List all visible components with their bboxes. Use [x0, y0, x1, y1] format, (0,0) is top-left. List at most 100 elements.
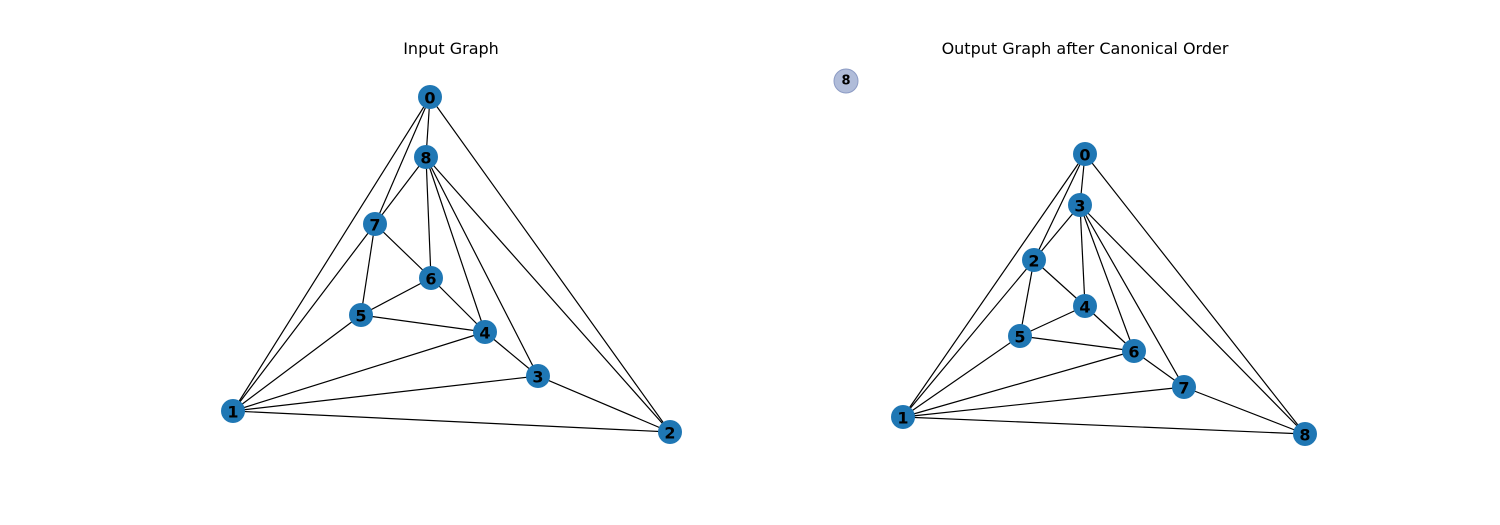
node-circle-6: [419, 266, 443, 290]
edge-0-8: [1084, 153, 1306, 435]
node-6: 6: [1122, 339, 1146, 363]
node-4: 4: [1073, 294, 1097, 318]
edge-5-1: [902, 335, 1021, 418]
node-label-1: 1: [897, 409, 908, 428]
edge-8-3: [425, 156, 539, 377]
edge-0-1: [232, 96, 431, 412]
node-circle-3: [1068, 193, 1092, 217]
node-4: 4: [473, 320, 497, 344]
input-graph-edges: [232, 96, 671, 433]
node-7: 7: [363, 212, 387, 236]
node-circle-3: [526, 364, 550, 388]
node-label-0: 0: [1079, 146, 1090, 165]
overlay-marker-circle: [833, 68, 859, 94]
edge-2-5: [1019, 259, 1035, 337]
node-label-6: 6: [1128, 343, 1139, 362]
node-label-4: 4: [1079, 298, 1090, 317]
node-circle-7: [363, 212, 387, 236]
input-graph-nodes: 0 1 2 3 4 5 6 7 8: [221, 85, 682, 444]
node-label-2: 2: [1028, 252, 1039, 271]
node-circle-4: [473, 320, 497, 344]
edge-5-6: [1019, 335, 1135, 352]
node-label-3: 3: [1074, 197, 1085, 216]
node-5: 5: [1008, 324, 1032, 348]
edge-6-4: [430, 277, 486, 333]
node-circle-4: [1073, 294, 1097, 318]
node-circle-1: [891, 405, 915, 429]
node-circle-8: [414, 145, 438, 169]
node-0: 0: [418, 85, 442, 109]
edge-3-2: [537, 375, 671, 433]
node-label-6: 6: [425, 270, 436, 289]
edge-5-4: [360, 314, 486, 333]
edge-0-2: [1033, 153, 1086, 261]
edge-7-1: [902, 386, 1185, 418]
node-0: 0: [1073, 142, 1097, 166]
node-8: 8: [1293, 422, 1317, 446]
node-label-3: 3: [532, 368, 543, 387]
input-graph-title: Input Graph: [403, 39, 499, 58]
node-label-7: 7: [369, 216, 380, 235]
node-circle-1: [221, 399, 245, 423]
edge-6-5: [360, 277, 432, 316]
overlay-marker: 8: [833, 68, 859, 94]
node-circle-2: [658, 420, 682, 444]
edge-4-1: [232, 331, 486, 412]
node-8: 8: [414, 145, 438, 169]
node-1: 1: [891, 405, 915, 429]
edge-6-1: [902, 350, 1135, 418]
edge-8-6: [425, 156, 432, 279]
node-circle-0: [1073, 142, 1097, 166]
node-6: 6: [419, 266, 443, 290]
node-circle-0: [418, 85, 442, 109]
node-3: 3: [1068, 193, 1092, 217]
edge-7-6: [374, 223, 432, 279]
edge-8-2: [425, 156, 671, 433]
node-circle-5: [1008, 324, 1032, 348]
node-circle-2: [1022, 248, 1046, 272]
node-circle-5: [349, 303, 373, 327]
node-label-8: 8: [420, 149, 431, 168]
node-circle-7: [1172, 375, 1196, 399]
edge-0-7: [374, 96, 431, 225]
node-label-5: 5: [1014, 328, 1025, 347]
edge-2-1: [902, 259, 1035, 418]
edge-3-4: [1079, 204, 1086, 307]
edge-3-7: [1079, 204, 1185, 388]
node-1: 1: [221, 399, 245, 423]
edge-7-5: [360, 223, 376, 316]
edge-7-8: [1183, 386, 1306, 435]
node-label-4: 4: [479, 324, 490, 343]
edge-5-1: [232, 314, 362, 412]
node-3: 3: [526, 364, 550, 388]
edge-1-2: [232, 410, 671, 433]
edge-8-4: [425, 156, 486, 333]
output-graph-edges: [902, 153, 1306, 435]
output-graph-nodes: 0 1 2 3 4 5 6 7 8: [891, 142, 1317, 446]
node-label-8: 8: [1299, 426, 1310, 445]
node-label-0: 0: [424, 89, 435, 108]
node-5: 5: [349, 303, 373, 327]
node-2: 2: [1022, 248, 1046, 272]
node-circle-8: [1293, 422, 1317, 446]
edge-1-8: [902, 416, 1306, 435]
edge-0-2: [429, 96, 671, 433]
edge-3-1: [232, 375, 539, 412]
node-2: 2: [658, 420, 682, 444]
node-7: 7: [1172, 375, 1196, 399]
overlay-marker-label: 8: [841, 74, 850, 89]
node-label-5: 5: [355, 307, 366, 326]
edge-3-8: [1079, 204, 1306, 435]
edge-8-7: [374, 156, 427, 225]
node-circle-6: [1122, 339, 1146, 363]
edge-0-1: [902, 153, 1086, 418]
edge-7-1: [232, 223, 376, 412]
input-graph-panel: Input Graph 0 1 2 3 4 5 6 7 8: [221, 39, 682, 444]
node-label-7: 7: [1178, 379, 1189, 398]
output-graph-title: Output Graph after Canonical Order: [942, 39, 1229, 58]
output-graph-panel: Output Graph after Canonical Order 8 0 1 2…: [833, 39, 1317, 446]
node-label-2: 2: [664, 424, 675, 443]
edge-3-6: [1079, 204, 1135, 352]
node-label-1: 1: [227, 403, 238, 422]
